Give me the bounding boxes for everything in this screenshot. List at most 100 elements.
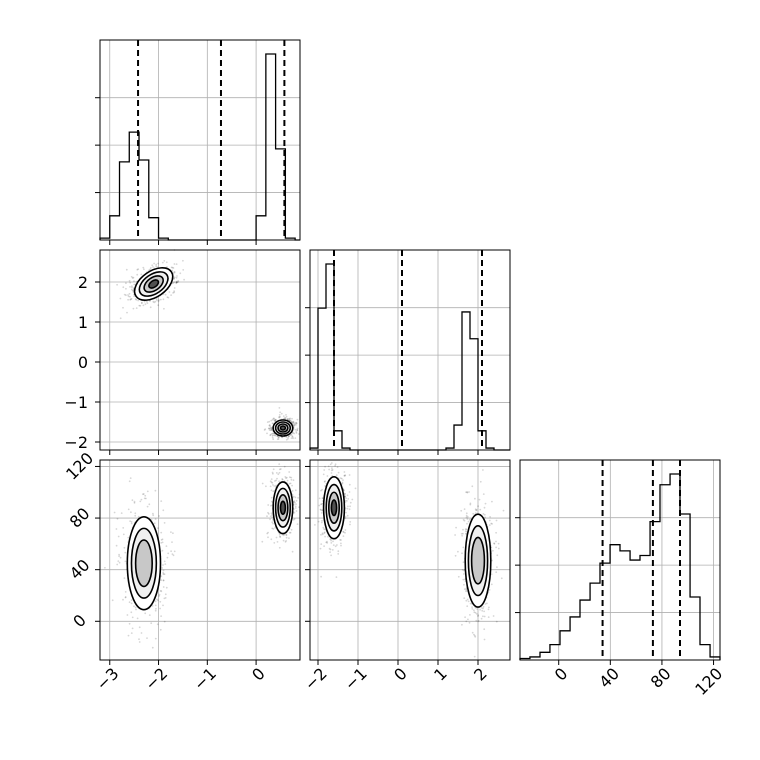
scatter-point <box>482 493 485 495</box>
scatter-point <box>296 418 299 421</box>
contour-line <box>470 536 486 585</box>
scatter-point <box>475 613 478 615</box>
scatter-point <box>161 549 164 552</box>
scatter-point <box>469 602 472 605</box>
scatter-point <box>346 507 349 510</box>
scatter-point <box>279 468 282 470</box>
scatter-point <box>130 611 133 614</box>
scatter-point <box>153 522 156 525</box>
scatter-point <box>482 605 485 608</box>
scatter-point <box>269 434 272 436</box>
scatter-point <box>488 519 491 522</box>
scatter-point <box>162 604 164 607</box>
contour-line <box>138 271 169 297</box>
scatter-point <box>348 483 351 486</box>
scatter-point <box>495 519 498 522</box>
scatter-point <box>293 500 296 503</box>
scatter-point <box>483 615 486 618</box>
scatter-point <box>318 504 321 507</box>
scatter-point <box>142 493 145 495</box>
scatter-point <box>171 541 173 543</box>
scatter-point <box>344 529 347 531</box>
scatter-point <box>136 268 139 271</box>
scatter-point <box>265 485 267 488</box>
scatter-point <box>288 435 290 438</box>
scatter-point <box>322 526 325 529</box>
scatter-point <box>346 514 349 517</box>
scatter-point <box>484 516 487 519</box>
scatter-point <box>483 610 485 613</box>
scatter-point <box>466 491 469 493</box>
scatter-point <box>488 589 491 591</box>
scatter-point <box>321 533 324 536</box>
scatter-point <box>272 484 274 486</box>
scatter-point <box>483 513 486 516</box>
scatter-point <box>324 485 326 487</box>
scatter-point <box>274 418 277 421</box>
scatter-point <box>331 467 333 469</box>
scatter-point <box>290 528 293 531</box>
contour-line <box>279 425 287 431</box>
scatter-point <box>274 480 276 482</box>
scatter-point <box>127 634 130 637</box>
histogram-panel-2 <box>515 459 721 665</box>
contour-line <box>272 481 294 535</box>
panel-frame <box>99 459 301 661</box>
scatter-point <box>115 528 118 530</box>
scatter-point <box>162 579 165 582</box>
scatter-point <box>159 600 162 603</box>
scatter-point <box>172 267 175 269</box>
scatter-point <box>482 513 485 515</box>
scatter-point <box>289 531 292 534</box>
scatter-point <box>133 502 136 504</box>
scatter-point <box>347 498 350 500</box>
scatter-point <box>464 528 467 530</box>
scatter-point <box>331 549 334 551</box>
scatter-point <box>465 528 468 531</box>
scatter-point <box>271 436 274 439</box>
scatter-point <box>173 276 176 279</box>
scatter-point <box>477 620 480 622</box>
scatter-point <box>271 516 274 519</box>
contour-line <box>279 500 287 515</box>
scatter-point <box>278 533 281 536</box>
scatter-point <box>122 598 124 601</box>
scatter-point <box>164 563 167 565</box>
y-tick-label: 2 <box>78 273 88 292</box>
scatter-point <box>152 266 154 268</box>
scatter-point <box>502 509 505 512</box>
scatter-point <box>162 509 165 512</box>
scatter-point <box>116 517 119 520</box>
scatter-point <box>477 505 479 508</box>
scatter-point <box>321 519 323 522</box>
scatter-point <box>293 422 296 425</box>
scatter-point <box>153 301 156 304</box>
contour-line <box>274 487 292 528</box>
scatter-point <box>128 601 131 604</box>
scatter-point <box>126 614 129 616</box>
scatter-point <box>284 417 286 420</box>
scatter-point <box>490 573 493 576</box>
scatter-point <box>270 419 273 422</box>
scatter-point <box>288 471 291 473</box>
scatter-point <box>342 530 345 533</box>
scatter-point <box>175 276 178 279</box>
scatter-point <box>344 531 346 534</box>
scatter-point <box>323 532 326 534</box>
scatter-point <box>128 480 131 483</box>
scatter-point <box>340 477 343 480</box>
scatter-point <box>278 416 281 418</box>
scatter-point <box>344 475 346 477</box>
scatter-point <box>270 496 273 499</box>
scatter-point <box>457 575 460 578</box>
scatter-point <box>454 554 457 557</box>
scatter-point <box>157 527 159 529</box>
scatter-point <box>349 521 352 523</box>
y-tick-label: 0 <box>69 611 90 632</box>
scatter-point <box>148 503 151 506</box>
scatter-point <box>292 495 295 498</box>
scatter-point <box>172 532 174 535</box>
contour-line <box>126 515 162 611</box>
scatter-point <box>267 427 270 430</box>
scatter-point <box>138 638 140 641</box>
